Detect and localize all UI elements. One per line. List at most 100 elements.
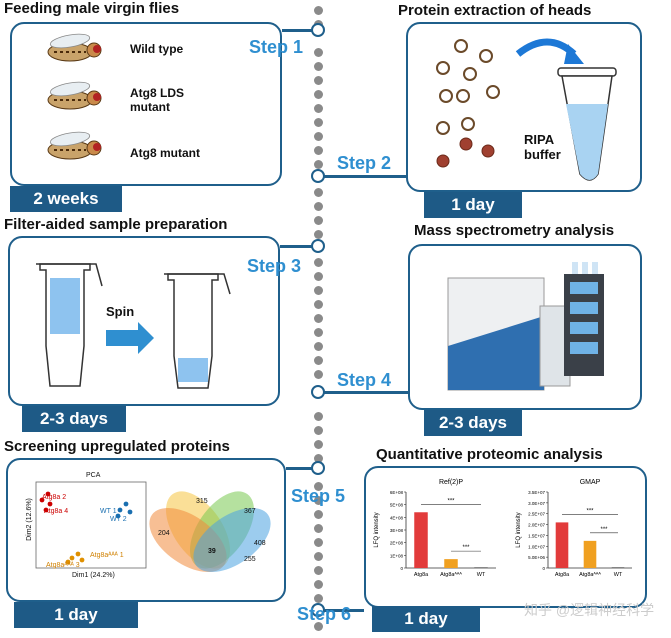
bar-category-label: Atg8a [555,572,570,578]
spine-dot [314,6,323,15]
spine-dot [314,496,323,505]
pca-point [127,509,133,515]
spine-dot [314,76,323,85]
venn-number-2: 367 [244,508,256,515]
spine-dot [314,272,323,281]
spine-dot [314,90,323,99]
spine-dot [314,482,323,491]
step3-title: Filter-aided sample preparation [4,216,228,233]
step4-title: Mass spectrometry analysis [414,222,615,239]
step2-panel: RIPA buffer [406,22,642,192]
step6-label: Step 6 [297,604,352,624]
step3-label: Step 3 [247,256,302,276]
spine-dot [314,216,323,225]
ripa-buffer-label: RIPA buffer [524,132,561,162]
bar [611,567,625,568]
step-node [311,239,325,253]
spine-dot [314,356,323,365]
pca-point [115,513,121,519]
spine-dot [314,62,323,71]
bar [555,522,569,568]
step3-duration: 2-3 days [22,406,126,432]
spine-dot [314,202,323,211]
step-node [311,385,325,399]
step-connector [318,609,364,612]
bar-chart-title: Ref(2)P [439,479,463,486]
fly-label-lds-mutant: Atg8 LDS mutant [130,86,184,114]
step-node [311,169,325,183]
step4-label: Step 4 [337,370,392,390]
pca-label-blue-1: WT 1 [100,508,117,515]
spine-dot [314,160,323,169]
pca-point [75,551,81,557]
bar-y-tick-label: 1.5E+07 [528,533,545,538]
step6-title: Quantitative proteomic analysis [376,446,603,463]
pca-point [123,501,129,507]
step4-panel [408,244,642,410]
bar-y-tick-label: 1.0E+07 [528,544,545,549]
fly-label-wild-type: Wild type [130,42,184,56]
bar-y-tick-label: 1E+08 [390,553,404,558]
bar-y-tick-label: 5.0E+06 [528,555,545,560]
significance-label: *** [447,498,455,504]
venn-diagram [149,491,271,572]
spine-dot [314,300,323,309]
bar-y-tick-label: 2.5E+07 [528,512,545,517]
venn-number-6: 408 [254,540,266,547]
bar-category-label: Atg8aᴬᴬᴬ [579,570,601,578]
step-node [311,603,325,617]
spin-arrow-icon [106,322,154,354]
watermark: 知乎 @逻辑神经科学 [524,602,655,618]
spine-dot [314,286,323,295]
spine-dot [314,118,323,127]
pca-point [65,559,71,565]
venn-number-1: 315 [196,498,208,505]
step2-label: Step 2 [337,153,392,173]
spine-dot [314,132,323,141]
venn-number-13: 39 [208,548,216,555]
step-connector [282,29,318,32]
bar-y-tick-label: 2E+08 [390,541,404,546]
pca-title: PCA [86,472,101,479]
fly-wild-type-icon [47,33,102,62]
bar [583,540,597,568]
spine-dot [314,440,323,449]
spine-dot [314,566,323,575]
pca-label-orange-1: Atg8aᴬᴬᴬ 1 [90,552,124,559]
fly-label-atg8-mutant: Atg8 mutant [130,146,200,160]
bar-y-tick-label: 3E+08 [390,528,404,533]
spine-dot [314,524,323,533]
spine-dot [314,370,323,379]
spine-dot [314,188,323,197]
bar-y-label: LFQ intensity [374,512,380,547]
fly-heads-to-tube-illustration [436,38,617,181]
significance-label: *** [600,527,608,533]
spine-dot [314,258,323,267]
spine-dot [314,230,323,239]
bar [444,559,458,568]
venn-number-9: 255 [244,556,256,563]
eppendorf-tube-icon [557,67,617,181]
pca-point [45,491,51,497]
spine-dot [314,454,323,463]
pca-point [69,555,75,561]
pca-label-red-4: Atg8a 4 [44,508,69,515]
venn-number-3: 204 [158,530,170,537]
significance-label: *** [586,508,594,514]
bar-category-label: WT [477,572,486,578]
fly-icons [47,33,102,160]
pca-point [39,497,45,503]
spine-dot [314,412,323,421]
spine-dot [314,426,323,435]
step1-panel: Wild type Atg8 LDS mutant Atg8 mutant [10,22,282,186]
fly-lds-mutant-icon [47,81,102,110]
spine-dot [314,538,323,547]
pca-point [47,501,53,507]
filter-unit-before-icon [36,263,103,387]
filter-unit-after-icon [164,273,231,389]
step-connector [280,245,318,248]
pca-point [117,507,123,513]
step1-title: Feeding male virgin flies [4,0,180,17]
step-node [311,23,325,37]
